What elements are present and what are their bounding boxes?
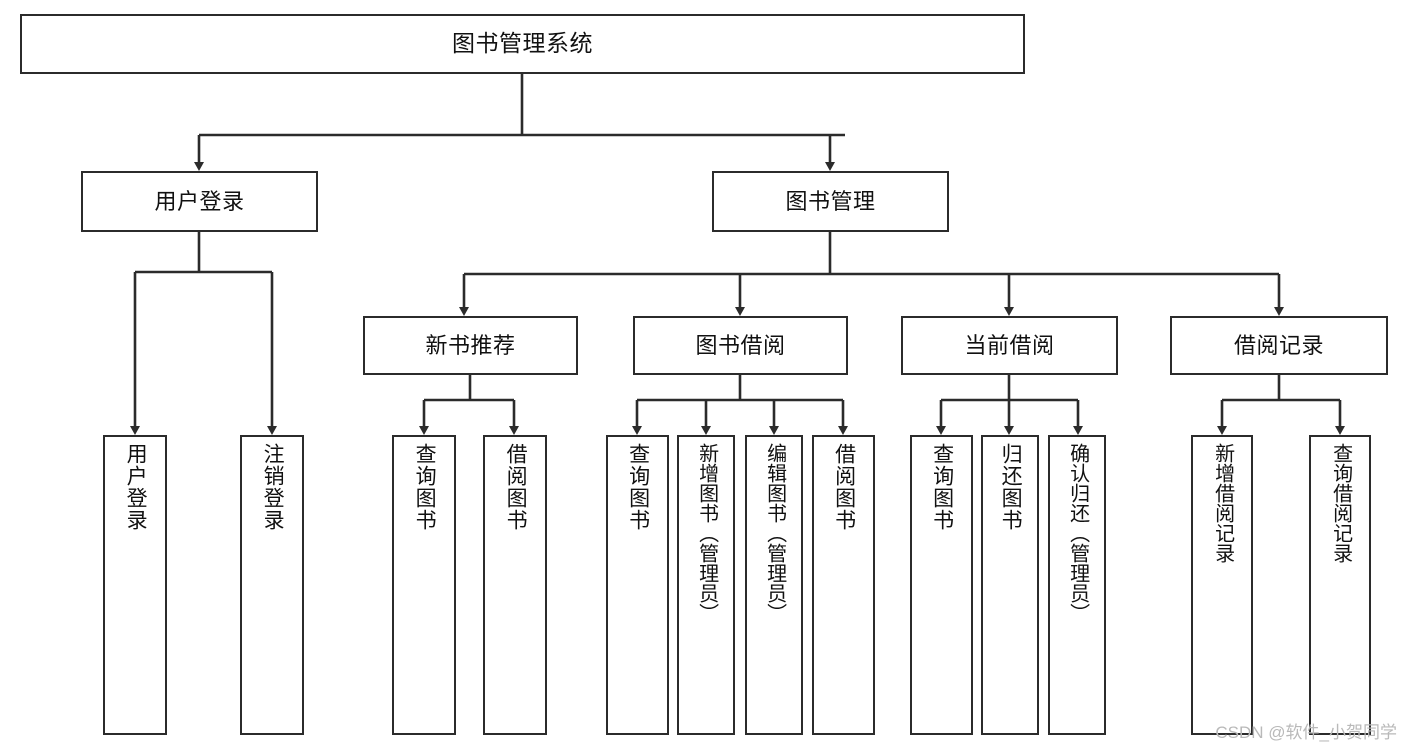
node-label: 用户登录 xyxy=(124,443,148,531)
leaf-edit-book-admin[interactable]: 编辑图书（管理员） xyxy=(745,435,803,735)
node-label: 查询图书 xyxy=(626,443,650,531)
node-label: 图书管理 xyxy=(785,188,876,214)
node-label: 借阅记录 xyxy=(1233,332,1324,358)
node-label: 用户登录 xyxy=(154,188,245,214)
node-label: 编辑图书（管理员） xyxy=(763,443,786,623)
node-label: 新增图书（管理员） xyxy=(695,443,718,623)
node-user-login[interactable]: 用户登录 xyxy=(81,171,318,232)
leaf-add-book-admin[interactable]: 新增图书（管理员） xyxy=(677,435,735,735)
node-label: 查询图书 xyxy=(930,443,954,531)
node-book-borrow[interactable]: 图书借阅 xyxy=(633,316,848,375)
node-label: 查询图书 xyxy=(413,443,437,531)
leaf-logout-login[interactable]: 注销登录 xyxy=(240,435,304,735)
leaf-return-book[interactable]: 归还图书 xyxy=(981,435,1039,735)
node-current-borrow[interactable]: 当前借阅 xyxy=(901,316,1118,375)
node-new-book-recommend[interactable]: 新书推荐 xyxy=(363,316,578,375)
node-borrow-record[interactable]: 借阅记录 xyxy=(1170,316,1388,375)
leaf-query-borrow-record[interactable]: 查询借阅记录 xyxy=(1309,435,1371,735)
node-label: 确认归还（管理员） xyxy=(1066,443,1089,623)
node-label: 图书借阅 xyxy=(695,332,786,358)
node-book-manage[interactable]: 图书管理 xyxy=(712,171,949,232)
node-label: 新书推荐 xyxy=(425,332,516,358)
node-label: 归还图书 xyxy=(999,443,1023,531)
node-label: 当前借阅 xyxy=(964,332,1055,358)
leaf-borrow-book-recommend[interactable]: 借阅图书 xyxy=(483,435,547,735)
leaf-user-login[interactable]: 用户登录 xyxy=(103,435,167,735)
leaf-query-book-borrow[interactable]: 查询图书 xyxy=(606,435,669,735)
node-label: 查询借阅记录 xyxy=(1329,443,1352,563)
leaf-confirm-return-admin[interactable]: 确认归还（管理员） xyxy=(1048,435,1106,735)
leaf-query-book-recommend[interactable]: 查询图书 xyxy=(392,435,456,735)
node-label: 新增借阅记录 xyxy=(1211,443,1234,563)
node-label: 借阅图书 xyxy=(832,443,856,531)
node-label: 注销登录 xyxy=(261,443,285,531)
leaf-add-borrow-record[interactable]: 新增借阅记录 xyxy=(1191,435,1253,735)
csdn-watermark: CSDN @软件_小贺同学 xyxy=(1215,723,1397,742)
leaf-borrow-book-borrow[interactable]: 借阅图书 xyxy=(812,435,875,735)
node-label: 图书管理系统 xyxy=(452,30,593,57)
node-root-book-management-system[interactable]: 图书管理系统 xyxy=(20,14,1025,74)
leaf-query-book-current[interactable]: 查询图书 xyxy=(910,435,973,735)
node-label: 借阅图书 xyxy=(504,443,528,531)
